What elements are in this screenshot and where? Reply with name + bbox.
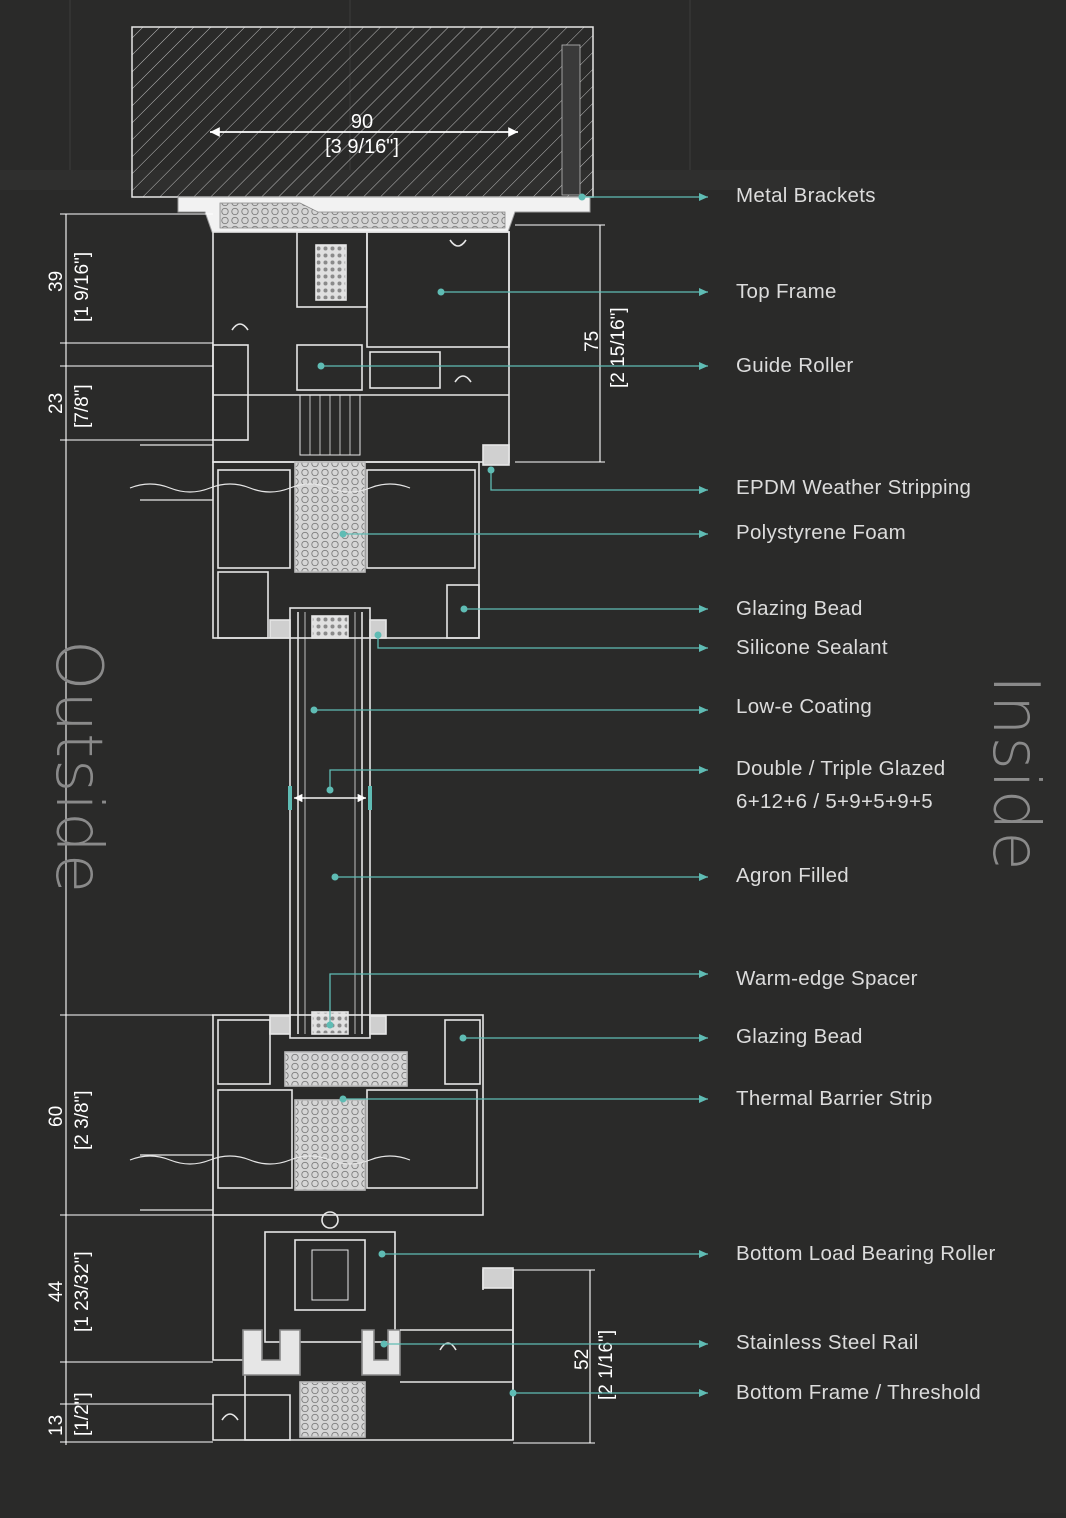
dim-52-imperial: [2 1/16"] <box>596 1330 617 1400</box>
dim-60-imperial: [2 3/8"] <box>72 1090 93 1150</box>
leader-arrowheads <box>699 193 708 1397</box>
dim-23-value: 23 <box>46 393 67 414</box>
leader-silicone <box>377 635 708 649</box>
dim-13-imperial: [1/2"] <box>72 1392 93 1436</box>
dim-44-imperial: [1 23/32"] <box>72 1251 93 1332</box>
dim-23-imperial: [7/8"] <box>72 384 93 428</box>
callout-warm-edge-spacer: Warm-edge Spacer <box>736 967 918 990</box>
leader-spacer <box>329 973 708 1025</box>
leader-dots <box>310 193 586 1397</box>
leader-glazed <box>329 769 708 790</box>
callout-epdm-weather-stripping: EPDM Weather Stripping <box>736 476 972 499</box>
dimension-labels: 39 [1 9/16"] 23 [7/8"] 75 [2 15/16"] 60 … <box>46 252 629 1436</box>
callout-glazing-bead-top: Glazing Bead <box>736 597 863 620</box>
callout-guide-roller: Guide Roller <box>736 354 854 377</box>
dim-52-value: 52 <box>572 1349 593 1370</box>
glass-width-marker <box>288 786 372 810</box>
callout-low-e-coating: Low-e Coating <box>736 695 873 718</box>
callout-glazing-bead-bottom: Glazing Bead <box>736 1025 863 1048</box>
callout-thermal-barrier-strip: Thermal Barrier Strip <box>736 1087 933 1110</box>
header-block: 90 [3 9/16"] <box>131 26 594 198</box>
dim-39-imperial: [1 9/16"] <box>72 252 93 322</box>
dim-75-imperial: [2 15/16"] <box>608 307 629 388</box>
callout-silicone-sealant: Silicone Sealant <box>736 636 888 659</box>
dim-90-value: 90 <box>351 111 373 133</box>
callout-glazing-spec: 6+12+6 / 5+9+5+9+5 <box>736 790 933 813</box>
callout-metal-brackets: Metal Brackets <box>736 184 876 207</box>
dim-60-value: 60 <box>46 1106 67 1127</box>
metal-bracket <box>177 196 591 233</box>
inside-label: Inside <box>978 675 1052 872</box>
callout-agron-filled: Agron Filled <box>736 864 849 887</box>
frame-profile <box>129 231 514 1441</box>
callout-polystyrene-foam: Polystyrene Foam <box>736 521 907 544</box>
dim-90-imperial: [3 9/16"] <box>325 136 399 158</box>
callout-stainless-steel-rail: Stainless Steel Rail <box>736 1331 919 1354</box>
dim-39-value: 39 <box>46 271 67 292</box>
dim-75-value: 75 <box>582 331 603 352</box>
outside-label: Outside <box>41 640 115 895</box>
dim-13-value: 13 <box>46 1415 67 1436</box>
dim-44-value: 44 <box>46 1280 67 1302</box>
leader-epdm <box>490 470 708 491</box>
callout-top-frame: Top Frame <box>736 280 837 303</box>
callout-bottom-load-bearing-roller: Bottom Load Bearing Roller <box>736 1242 996 1265</box>
leader-lines <box>314 196 708 1394</box>
dimension-lines <box>60 213 605 1445</box>
callout-bottom-frame-threshold: Bottom Frame / Threshold <box>736 1381 981 1404</box>
callout-double-triple-glazed: Double / Triple Glazed <box>736 757 946 780</box>
